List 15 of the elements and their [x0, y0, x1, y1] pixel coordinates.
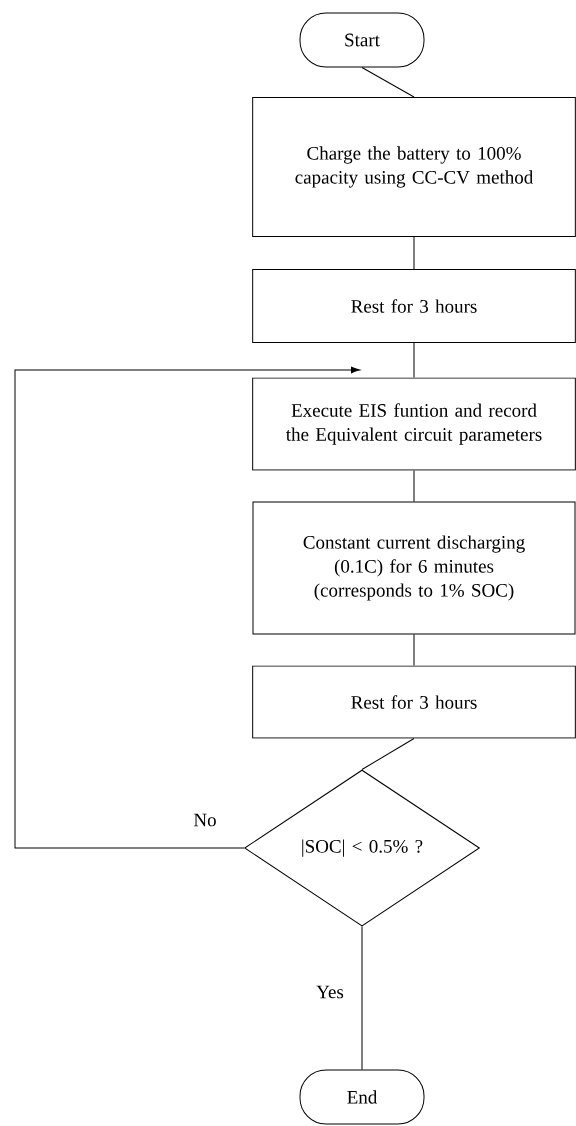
connector-line: [413, 236, 415, 270]
process-box: Execute EIS funtion and record the Equivalent circuit parameters: [252, 377, 576, 471]
process-box: Constant current discharging (0.1C) for 6 minutes (corresponds to 1% SOC): [252, 501, 576, 635]
process-box: Charge the battery to 100% capacity using CC-CV method: [252, 97, 576, 237]
process-box: Rest for 3 hours: [252, 665, 576, 739]
edge-label: No: [192, 812, 218, 828]
connector-line: [361, 926, 363, 1070]
connector-line: [361, 67, 415, 98]
edge-label: Yes: [315, 984, 345, 1000]
connector-line: [413, 470, 415, 502]
connector-line: [413, 634, 415, 666]
connector-line: [413, 342, 415, 378]
process-box: Rest for 3 hours: [252, 269, 576, 343]
connector-line: [361, 738, 415, 770]
arrow: [14, 366, 361, 849]
